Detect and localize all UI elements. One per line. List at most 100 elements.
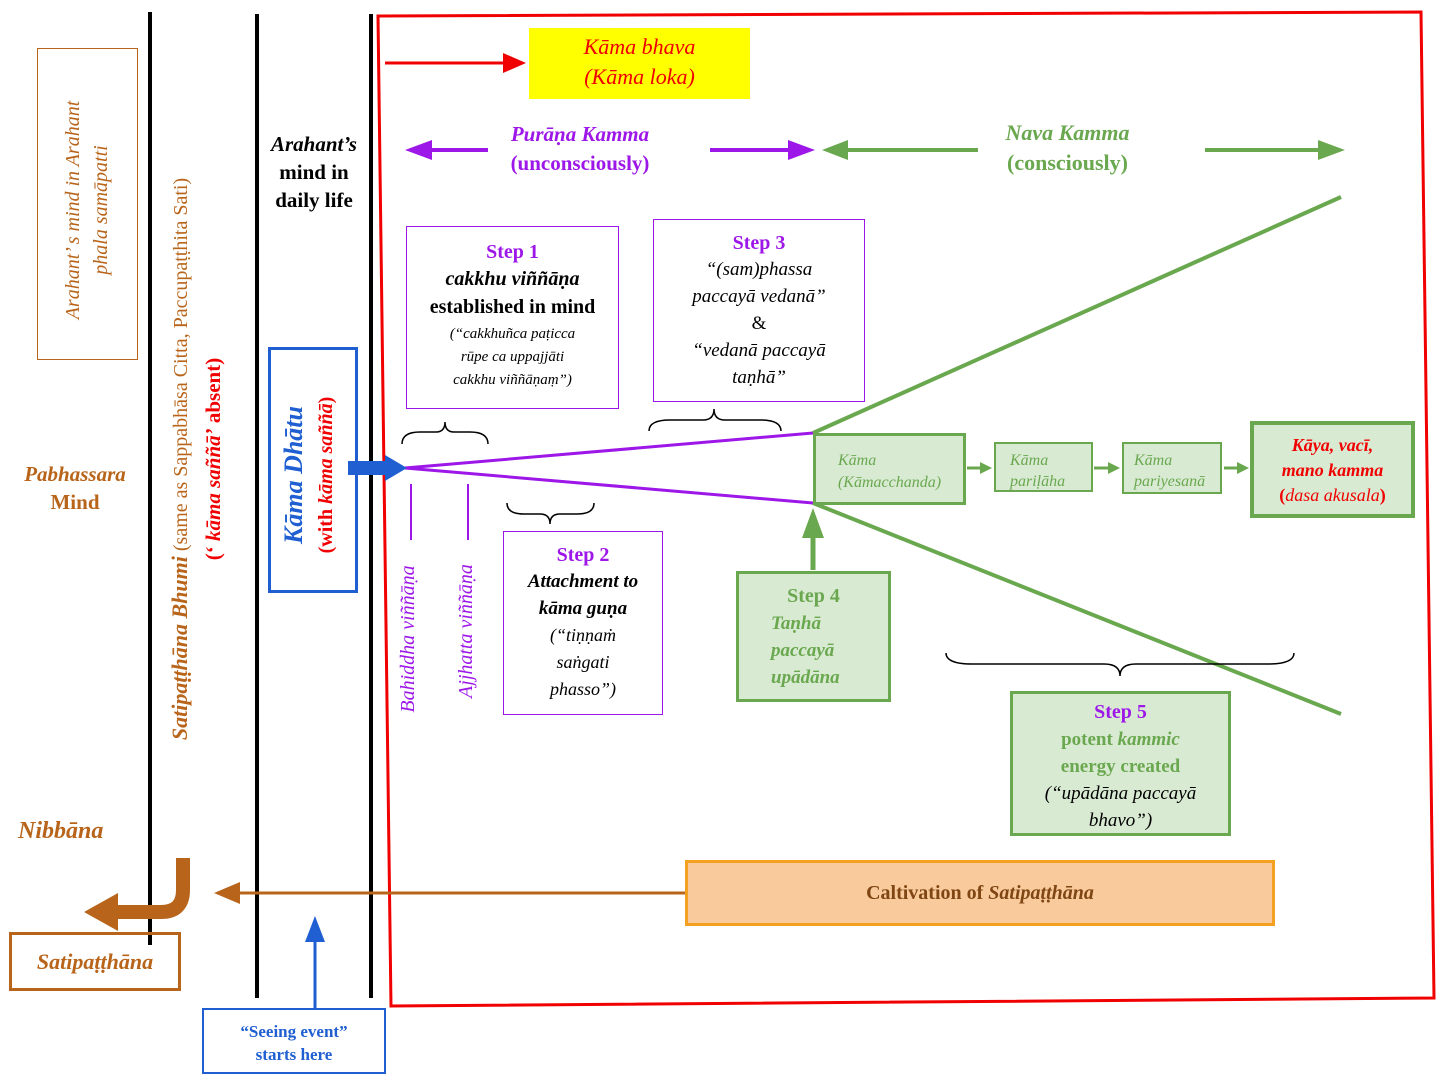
step2-box: Step 2 Attachment to kāma guṇa (“tiṇṇaṁ …	[503, 531, 663, 715]
seeing-line1: “Seeing event”	[240, 1022, 348, 1041]
chain-kama-l2: (Kāmacchanda)	[837, 474, 942, 491]
nava-title: Nava Kamma	[1005, 120, 1130, 145]
chain-kamma-l2: mano kamma	[1281, 460, 1384, 480]
step1-q1: (“cakkhuñca paṭicca	[449, 326, 576, 342]
step4-body: Taṇhā paccayā upādāna	[739, 610, 888, 691]
step5-l3: (“upādāna paccayā	[1044, 783, 1197, 804]
step3-brace	[648, 408, 782, 432]
step4-l2: paccayā	[771, 640, 835, 661]
cultivation-prefix: Caltivation of	[866, 882, 989, 904]
step5-brace	[945, 652, 1295, 677]
daily-life-label: Arahant’s mind in daily life	[258, 130, 370, 214]
purana-sub: (unconsciously)	[510, 151, 650, 175]
purple-funnel-bottom	[404, 466, 814, 505]
step5-l1b: kammic	[1117, 729, 1180, 750]
step1-q3: cakkhu viññāṇaṃ”)	[453, 372, 572, 388]
bhumi-curved-arrow-head	[84, 893, 118, 931]
step2-l2: kāma guṇa	[538, 598, 628, 619]
seeing-event-box: “Seeing event” starts here	[202, 1008, 386, 1074]
chain-kamma-l1: Kāya, vacī,	[1291, 435, 1374, 455]
bhumi-main: Satipaṭṭhāna Bhumi	[167, 556, 192, 741]
chain-kamma-l3a: (	[1279, 485, 1286, 505]
pabhassara-line1: Pabhassara	[24, 462, 126, 486]
step5-l1: potent kammic	[1013, 726, 1228, 753]
purana-title: Purāṇa Kamma	[510, 122, 650, 146]
satipatthana-box: Satipaṭṭhāna	[9, 932, 181, 991]
bhumi-paren: (same as Sappabhāsa Citta, Paccupaṭṭhita…	[170, 177, 192, 557]
step2-quote: (“tiṇṇaṁ saṅgati phasso”)	[504, 622, 662, 703]
absent-term: kāma saññā’	[201, 428, 225, 541]
nibbana-label: Nibbāna	[18, 818, 104, 844]
blue-arrow-shaft	[348, 461, 388, 475]
step5-l1a: potent	[1061, 729, 1118, 750]
step2-title: Step 2	[556, 544, 610, 566]
kama-dhatu-sub-close: )	[315, 396, 337, 404]
step3-l3: &	[751, 313, 767, 334]
bhumi-line2: (‘ kāma saññā’ absent)	[197, 109, 229, 809]
kama-dhatu-text: Kāma Dhātu (with kāma saññā)	[278, 355, 348, 595]
step4-l1: Taṇhā	[771, 613, 821, 634]
step2-q2: saṅgati	[556, 652, 610, 672]
kama-dhatu-box	[268, 347, 358, 593]
kama-dhatu-sub-open: (with	[315, 503, 337, 554]
purana-arrow-left-head	[405, 140, 432, 160]
step1-title: Step 1	[486, 241, 539, 263]
step1-desc: established in mind	[429, 296, 596, 318]
purana-kamma-label: Purāṇa Kamma (unconsciously)	[490, 120, 670, 178]
step5-box: Step 5 potent kammic energy created (“up…	[1010, 691, 1231, 836]
kama-dhatu-sub-term: kāma saññā	[315, 403, 337, 504]
chain-pariyesana-l2: pariyesanā	[1134, 473, 1206, 490]
kama-bhava-line1: Kāma bhava	[583, 34, 696, 59]
step4-l3: upādāna	[771, 667, 840, 688]
blue-arrow-head	[385, 455, 407, 481]
purana-arrow-right-head	[788, 140, 815, 160]
chain-kama-box: Kāma (Kāmacchanda)	[813, 433, 966, 505]
step1-box: Step 1 cakkhu viññāṇa established in min…	[406, 226, 619, 409]
step3-l2: paccayā vedanā”	[692, 286, 826, 307]
satipatthana-box-label: Satipaṭṭhāna	[36, 949, 154, 974]
step2-l1: Attachment to	[527, 571, 639, 592]
cultivation-arrow-head	[214, 882, 240, 904]
chain-pariyesana-box: Kāma pariyesanā	[1122, 442, 1222, 494]
step1-quote: (“cakkhuñca paṭicca rūpe ca uppajjāti ca…	[407, 323, 618, 392]
kama-dhatu-title: Kāma Dhātu	[279, 406, 308, 544]
ajjhatta-vinnana: Ajjhatta viññāṇa	[455, 564, 477, 698]
step2-q1: (“tiṇṇaṁ	[549, 625, 616, 645]
kama-bhava-box: Kāma bhava (Kāma loka)	[529, 28, 750, 99]
chain-parilaha-l1: Kāma	[1010, 452, 1049, 469]
step3-l1: “(sam)phassa	[705, 259, 813, 280]
step3-l5: taṇhā”	[732, 367, 786, 388]
chain-kamma-l3c: )	[1379, 485, 1386, 505]
green-funnel-top	[812, 195, 1342, 435]
daily-line2: mind in	[279, 160, 349, 184]
red-arrow-head	[503, 53, 526, 73]
absent-open: (‘	[201, 540, 225, 561]
bhumi-curved-arrow	[112, 858, 190, 919]
step4-up-arrow-head	[802, 508, 824, 538]
pabhassara-label: Pabhassara Mind	[10, 460, 140, 516]
absent-close: absent)	[201, 357, 225, 429]
chain-arrow-3-head	[1237, 462, 1249, 474]
nava-kamma-label: Nava Kamma (consciously)	[980, 118, 1155, 178]
chain-parilaha-l2: pariḷāha	[1010, 473, 1066, 490]
seeing-arrow-head	[305, 916, 325, 942]
chain-kamma-l3b: dasa akusala	[1285, 485, 1380, 505]
pabhassara-line2: Mind	[50, 490, 100, 514]
cultivation-box: Caltivation of Satipaṭṭhāna	[685, 860, 1275, 926]
step3-body: “(sam)phassa paccayā vedanā” & “vedanā p…	[654, 256, 864, 391]
step5-title: Step 5	[1094, 701, 1147, 723]
step3-box: Step 3 “(sam)phassa paccayā vedanā” & “v…	[653, 219, 865, 402]
green-funnel-bottom	[812, 501, 1342, 716]
bhumi-line1: Satipaṭṭhāna Bhumi (same as Sappabhāsa C…	[164, 109, 197, 809]
seeing-line2: starts here	[255, 1045, 333, 1064]
daily-line3: daily life	[275, 188, 353, 212]
arahant-samapatti-line2: phala samāpatti	[90, 145, 112, 275]
kama-bhava-line2: (Kāma loka)	[584, 64, 695, 89]
purple-funnel-top	[404, 431, 814, 470]
arahant-samapatti-line1: Arahant’ s mind in Arahant	[62, 100, 84, 320]
step1-brace	[401, 421, 489, 445]
chain-kamma-l3: (dasa akusala)	[1254, 483, 1411, 508]
step1-term: cakkhu viññāṇa	[445, 268, 580, 290]
step5-l2: energy created	[1060, 756, 1181, 777]
